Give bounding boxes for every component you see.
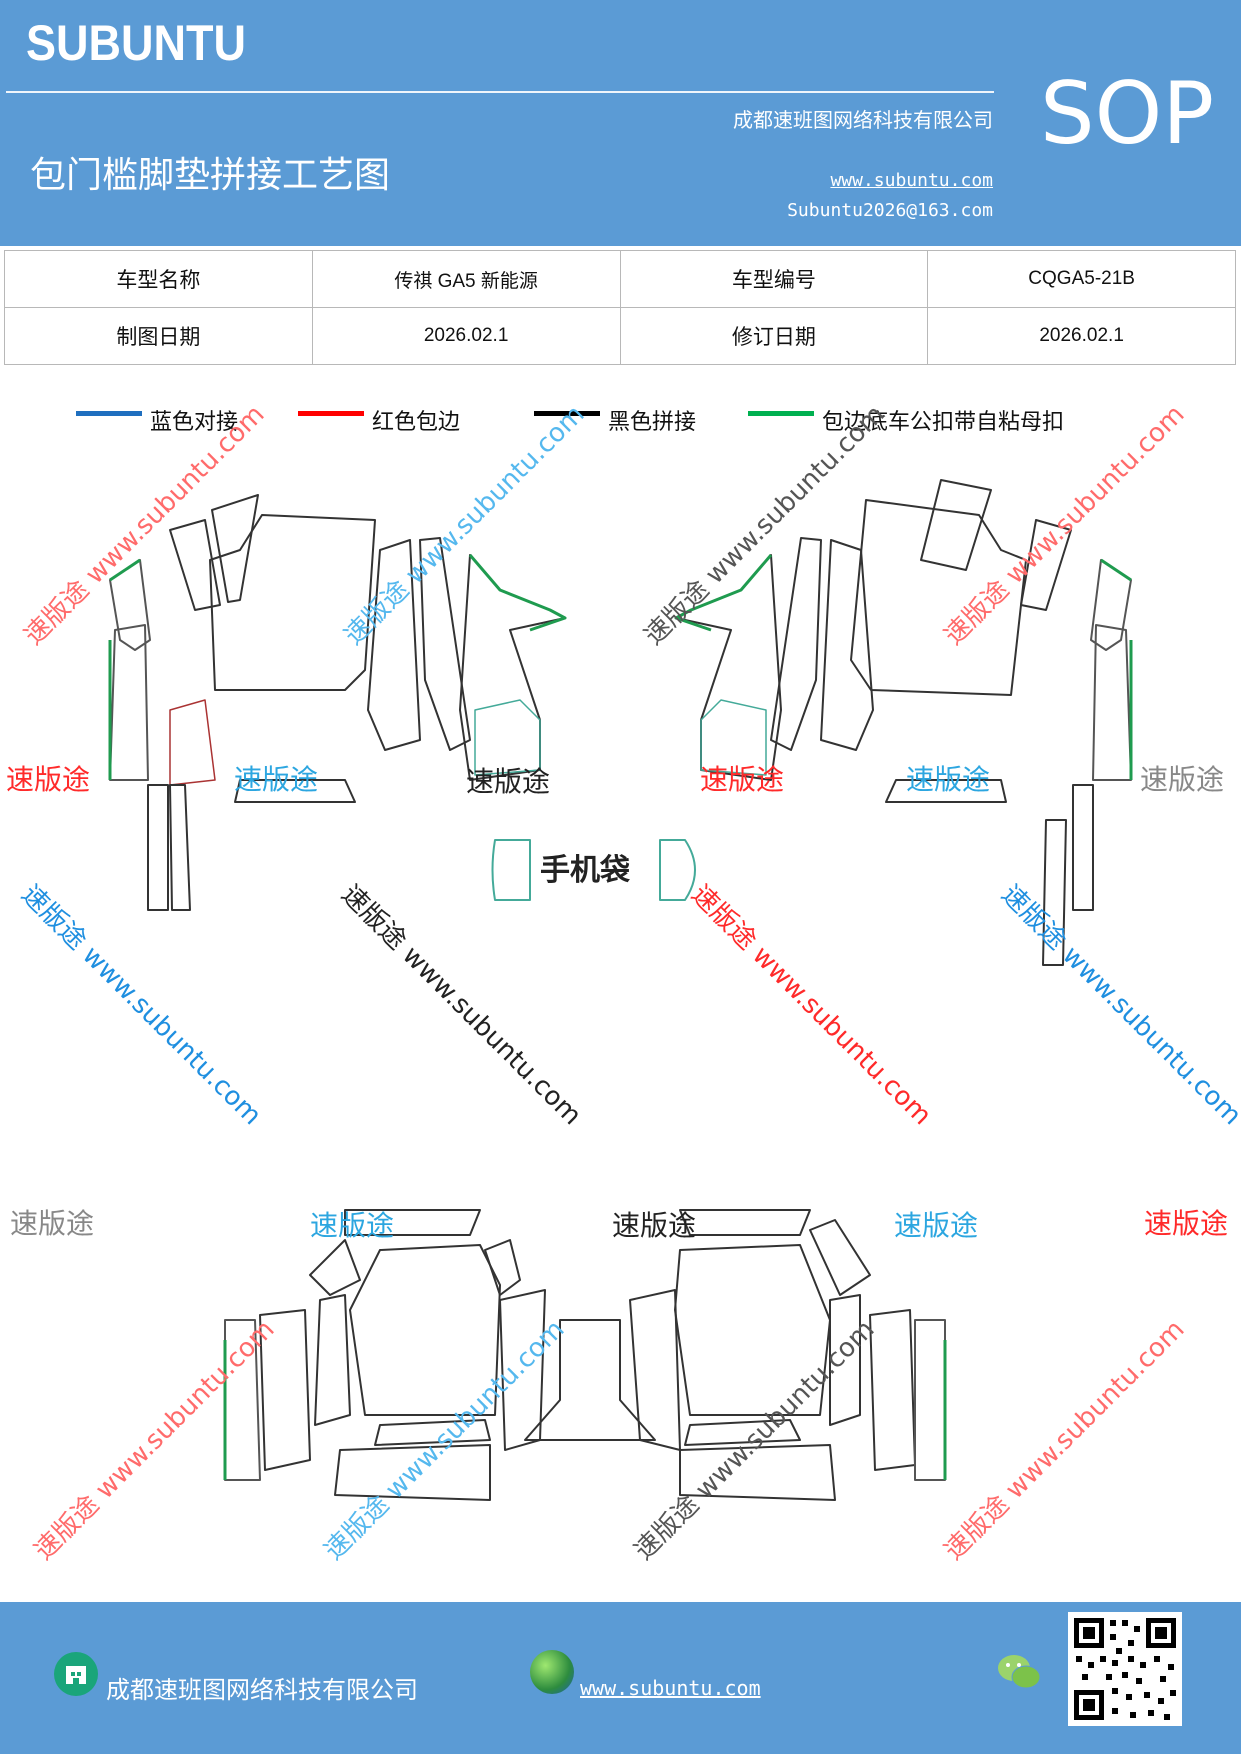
model-code-value: CQGA5-21B <box>927 250 1236 308</box>
upper-left-mat-set <box>108 494 567 911</box>
red-line-swatch <box>298 410 364 416</box>
watermark: 速版途 <box>310 1209 395 1242</box>
watermark: 速版途 <box>894 1209 979 1242</box>
watermark: 速版途 <box>6 763 91 796</box>
doc-type-label: SOP <box>1040 64 1215 164</box>
contact-email[interactable]: Subuntu2026@163.com <box>787 200 993 221</box>
draw-date-value: 2026.02.1 <box>311 307 621 365</box>
legend-item-black: 黑色拼接 <box>534 402 696 438</box>
building-icon <box>54 1652 98 1696</box>
green-line-swatch <box>748 410 814 416</box>
legend-item-green: 包边底车公扣带自粘母扣 <box>748 402 1064 438</box>
upper-right-mat-set <box>674 479 1133 966</box>
table-row: 制图日期 2026.02.1 修订日期 2026.02.1 <box>4 307 1236 365</box>
qr-code[interactable] <box>1068 1612 1182 1726</box>
model-code-label: 车型编号 <box>619 250 929 308</box>
watermark: 速版途 <box>466 765 551 798</box>
table-row: 车型名称 传祺 GA5 新能源 车型编号 CQGA5-21B <box>4 250 1236 308</box>
draw-date-label: 制图日期 <box>4 307 313 365</box>
phone-bag-label: 手机袋 <box>540 853 630 888</box>
header-banner: SUBUNTU SOP 成都速班图网络科技有限公司 包门槛脚垫拼接工艺图 www… <box>0 0 1241 246</box>
phone-bag-left-shape <box>491 839 531 901</box>
legend-label: 红色包边 <box>372 410 461 435</box>
legend-item-blue: 蓝色对接 <box>76 402 238 438</box>
black-line-swatch <box>534 410 600 416</box>
model-name-value: 传祺 GA5 新能源 <box>311 250 621 308</box>
watermark: 速版途 <box>10 1207 95 1240</box>
revise-date-label: 修订日期 <box>619 307 929 365</box>
footer-website-link[interactable]: www.subuntu.com <box>580 1676 761 1700</box>
header-divider <box>6 91 994 93</box>
legend-label: 蓝色对接 <box>150 410 239 435</box>
website-link[interactable]: www.subuntu.com <box>830 170 993 191</box>
bottom-mat-set <box>223 1209 947 1501</box>
floor-mat-diagram: 手机袋 <box>108 479 1133 1501</box>
blue-line-swatch <box>76 410 142 416</box>
brand-logo: SUBUNTU <box>26 15 246 71</box>
footer-company: 成都速班图网络科技有限公司 <box>106 1676 418 1704</box>
watermark: 速版途 <box>1144 1207 1229 1240</box>
legend-label: 黑色拼接 <box>608 410 697 435</box>
phone-bag-right-shape <box>659 839 696 901</box>
watermark: 速版途 <box>1140 763 1225 796</box>
legend-label: 包边底车公扣带自粘母扣 <box>822 410 1065 435</box>
watermark: 速版途 <box>234 763 319 796</box>
watermark: 速版途 <box>906 763 991 796</box>
watermark: 速版途 <box>700 763 785 796</box>
model-name-label: 车型名称 <box>4 250 313 308</box>
globe-icon <box>530 1650 574 1694</box>
revise-date-value: 2026.02.1 <box>927 307 1236 365</box>
info-table: 车型名称 传祺 GA5 新能源 车型编号 CQGA5-21B 制图日期 2026… <box>4 250 1236 365</box>
page-title: 包门槛脚垫拼接工艺图 <box>30 155 391 196</box>
company-name: 成都速班图网络科技有限公司 <box>733 108 993 132</box>
legend-item-red: 红色包边 <box>298 402 460 438</box>
wechat-icon[interactable] <box>996 1652 1042 1692</box>
watermark: 速版途 <box>612 1209 697 1242</box>
